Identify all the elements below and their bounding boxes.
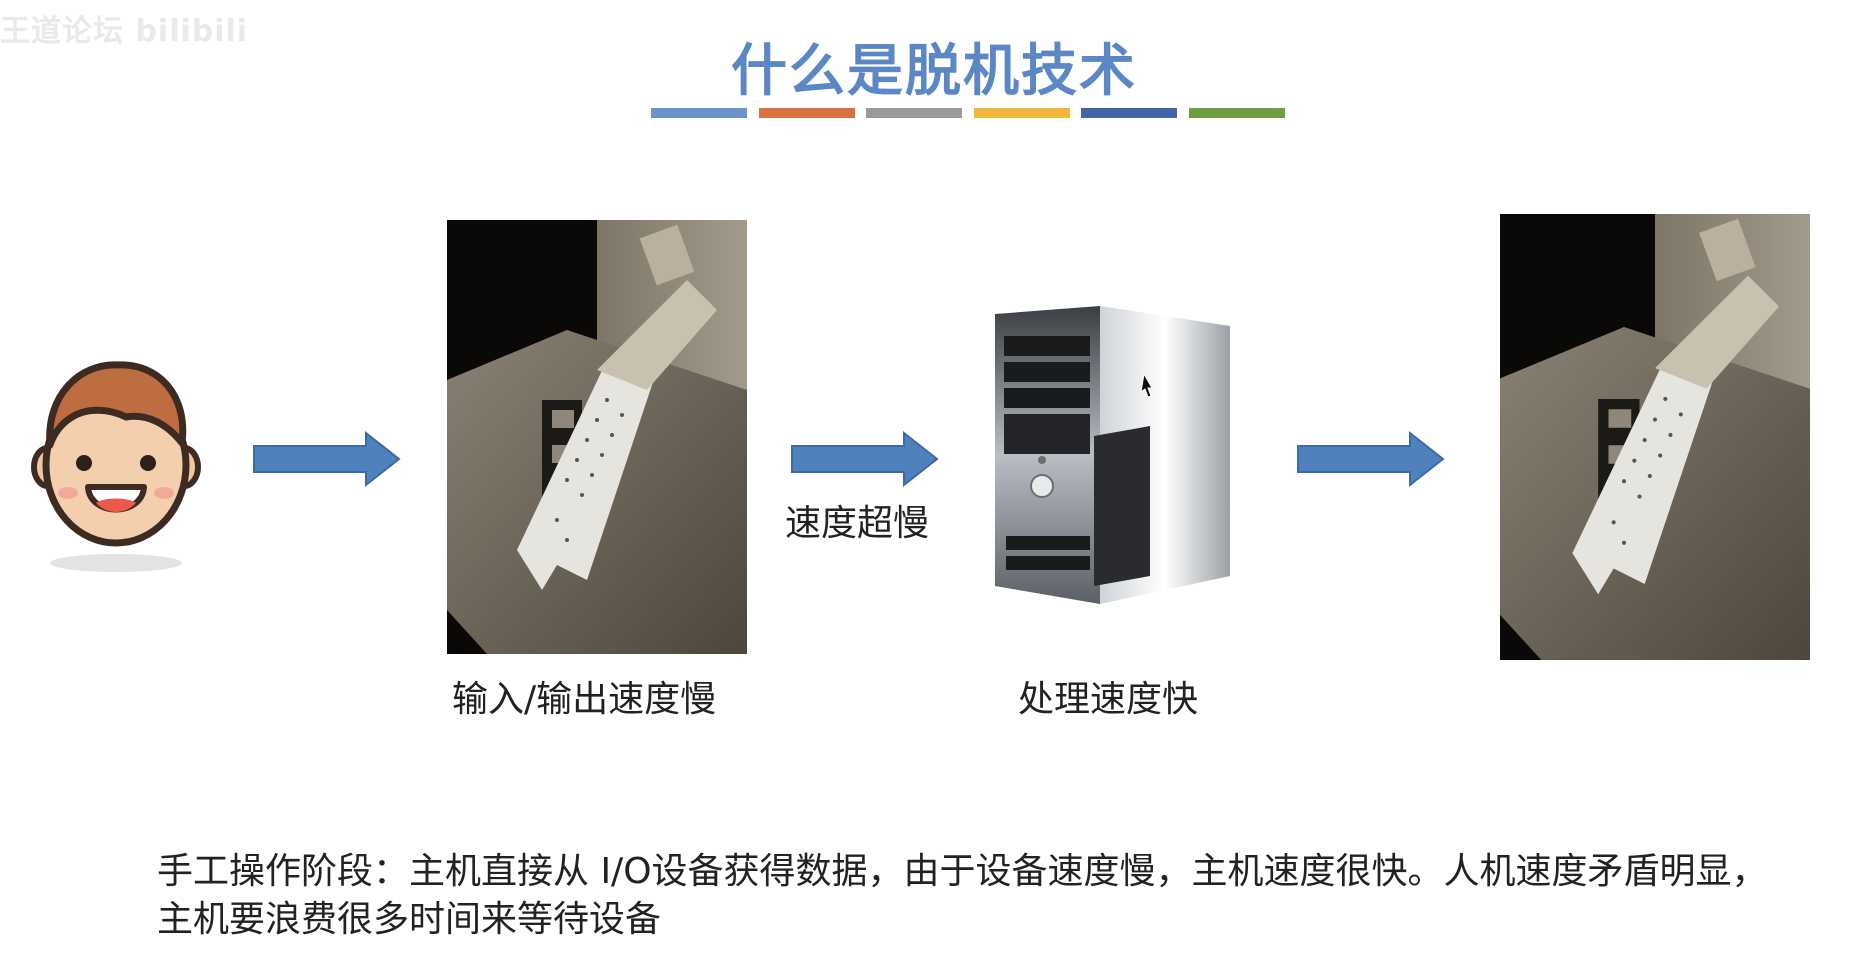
punched-tape-reader-image	[447, 220, 747, 654]
color-bar-2	[759, 108, 855, 118]
caption-process-speed: 处理速度快	[1018, 679, 1199, 720]
arrow-right-icon	[1297, 430, 1445, 488]
punched-tape-writer-image	[1500, 214, 1810, 660]
user-face-icon	[31, 361, 201, 572]
slide-description: 手工操作阶段：主机直接从 I/O设备获得数据，由于设备速度慢，主机速度很快。人机…	[157, 851, 1768, 940]
watermark: 王道论坛 bilibili	[0, 14, 249, 49]
computer-tower-icon	[995, 306, 1230, 604]
slide-title: 什么是脱机技术	[731, 39, 1137, 104]
caption-io-speed: 输入/输出速度慢	[452, 679, 717, 720]
caption-speed-slow: 速度超慢	[785, 503, 930, 544]
arrow-right-icon	[791, 430, 939, 488]
color-bar-1	[651, 108, 747, 118]
arrow-right-icon	[253, 430, 401, 488]
color-bar-4	[974, 108, 1070, 118]
color-bar-6	[1189, 108, 1285, 118]
color-bar-3	[866, 108, 962, 118]
color-bar-5	[1081, 108, 1177, 118]
